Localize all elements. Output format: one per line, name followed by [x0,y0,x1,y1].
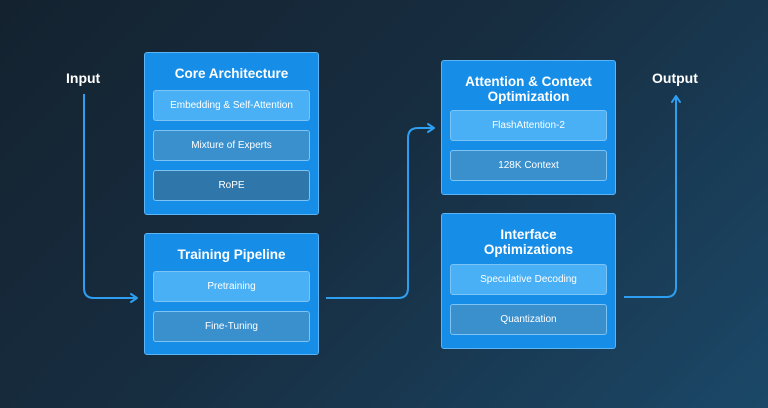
chip-128k-context: 128K Context [450,150,607,181]
interface-optimizations-box: Interface Optimizations Speculative Deco… [441,213,616,349]
attention-context-title-line1: Attention & Context [465,74,592,89]
training-pipeline-title: Training Pipeline [177,247,286,262]
interface-optimizations-title-line1: Interface [500,227,557,242]
core-architecture-box: Core Architecture Embedding & Self-Atten… [144,52,319,215]
chip-rope: RoPE [153,170,310,201]
chip-embedding-self-attention: Embedding & Self-Attention [153,90,310,121]
chip-speculative-decoding: Speculative Decoding [450,264,607,295]
output-label: Output [652,70,698,86]
input-label: Input [66,70,101,86]
training-pipeline-box: Training Pipeline Pretraining Fine-Tunin… [144,233,319,355]
core-architecture-title: Core Architecture [174,66,289,81]
chip-mixture-of-experts: Mixture of Experts [153,130,310,161]
chip-quantization: Quantization [450,304,607,335]
arrow-interface-to-output [624,95,681,298]
chip-fine-tuning: Fine-Tuning [153,311,310,342]
chip-pretraining: Pretraining [153,271,310,302]
attention-context-title-line2: Optimization [487,89,570,104]
attention-context-optimization-box: Attention & Context Optimization FlashAt… [441,60,616,195]
arrow-input-to-training [83,94,138,303]
chip-flashattention-2: FlashAttention-2 [450,110,607,141]
arrow-training-to-attention [326,123,435,299]
interface-optimizations-title-line2: Optimizations [483,242,574,257]
